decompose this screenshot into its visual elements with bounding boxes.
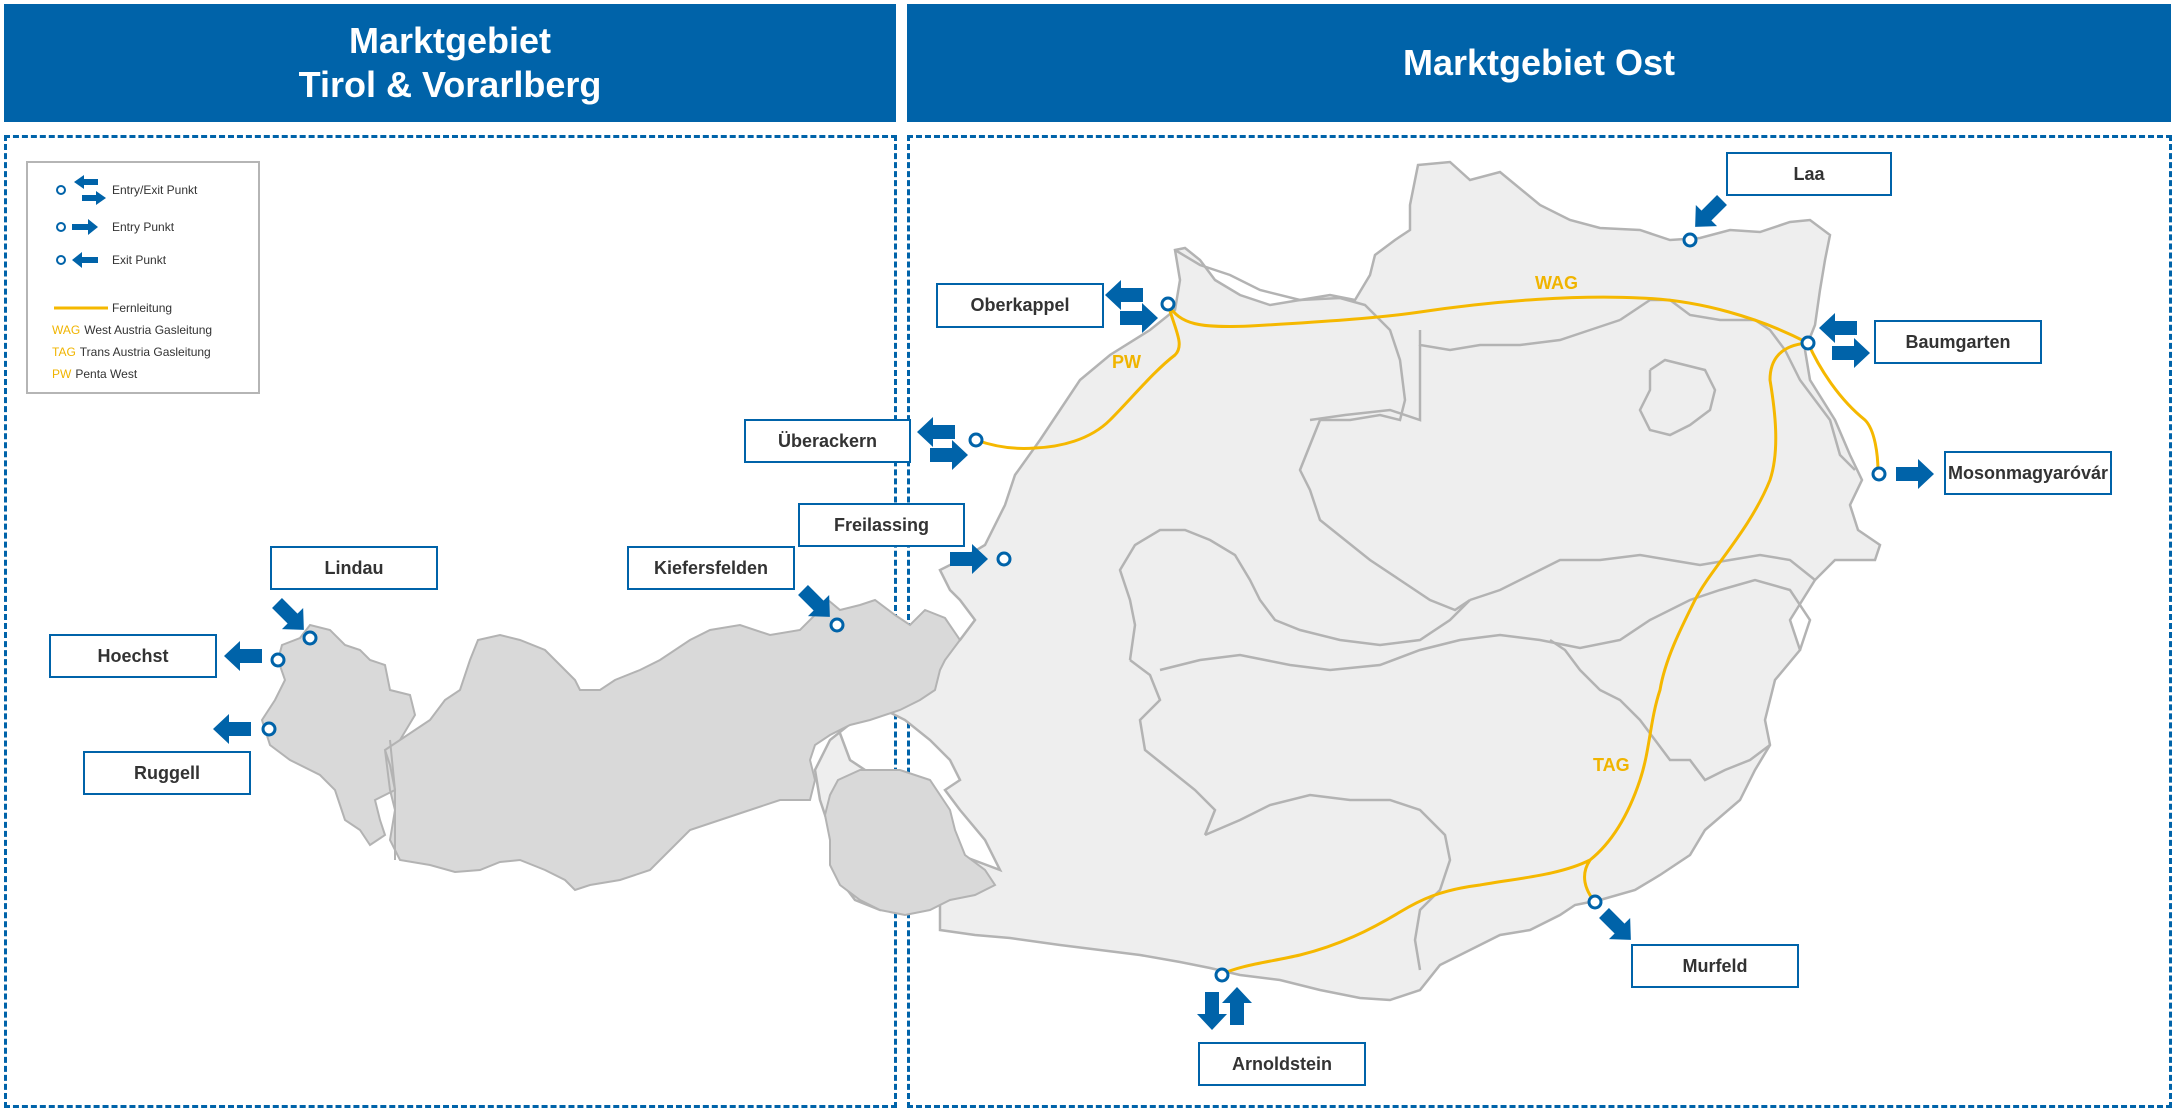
pipeline-label-pw: PW	[1112, 352, 1141, 372]
legend-pipeline: Fernleitung	[112, 301, 173, 315]
pipeline-wag	[1166, 295, 1809, 345]
legend-pw-name: Penta West	[75, 367, 138, 381]
market-area-east-frame	[907, 135, 2172, 1108]
arrow-ueberackern-out	[917, 417, 955, 447]
point-marker-kiefersfelden	[829, 617, 845, 633]
label-ueberackern: Überackern	[744, 419, 911, 463]
point-marker-oberkappel	[1160, 296, 1176, 312]
pipeline-label-wag: WAG	[1535, 273, 1578, 293]
label-laa: Laa	[1726, 152, 1892, 196]
point-marker-hoechst	[270, 652, 286, 668]
arrow-oberkappel-out	[1105, 280, 1143, 310]
legend-symbols	[54, 175, 108, 310]
pipeline-pw	[975, 303, 1181, 450]
arrow-arnoldstein-out	[1197, 992, 1227, 1030]
point-marker-mosonmagyarovar	[1871, 466, 1887, 482]
legend-entry: Entry Punkt	[112, 220, 175, 234]
legend-wag-row: WAG West Austria Gasleitung	[52, 323, 212, 337]
legend-pw-row: PW Penta West	[52, 367, 137, 381]
arrow-mosonmagyarovar-exit	[1896, 459, 1934, 489]
point-marker-ueberackern	[968, 432, 984, 448]
label-ruggell: Ruggell	[83, 751, 251, 795]
pipeline-label-tag: TAG	[1593, 755, 1630, 775]
point-marker-arnoldstein	[1214, 967, 1230, 983]
legend-tag-name: Trans Austria Gasleitung	[79, 345, 211, 359]
market-area-east-header: Marktgebiet Ost	[907, 4, 2171, 122]
point-marker-baumgarten	[1800, 335, 1816, 351]
state-borders	[1118, 248, 1856, 971]
legend-wag-name: West Austria Gasleitung	[84, 323, 213, 337]
map-legend: Entry/Exit Punkt Entry Punkt Exit Punkt …	[26, 161, 260, 394]
west-state-border	[389, 739, 396, 860]
label-kiefersfelden: Kiefersfelden	[627, 546, 795, 590]
pipelines	[975, 295, 1880, 977]
arrow-ueberackern-in	[930, 440, 968, 470]
network-points	[261, 232, 1887, 983]
arrow-baumgarten-out	[1819, 313, 1857, 343]
market-area-east-title: Marktgebiet Ost	[1402, 42, 1676, 83]
west-austria-shape	[260, 598, 997, 917]
legend-tag-row: TAG Trans Austria Gasleitung	[52, 345, 211, 359]
label-lindau: Lindau	[270, 546, 438, 590]
label-arnoldstein: Arnoldstein	[1198, 1042, 1366, 1086]
legend-pw-abbr: PW	[52, 367, 72, 381]
market-area-west-title-line1: Marktgebiet	[348, 20, 552, 61]
point-marker-murfeld	[1587, 894, 1603, 910]
point-marker-freilassing	[996, 551, 1012, 567]
label-mosonmagyarovar: Mosonmagyaróvár	[1944, 451, 2112, 495]
label-freilassing: Freilassing	[798, 503, 965, 547]
arrow-ruggell-exit	[213, 714, 251, 744]
label-murfeld: Murfeld	[1631, 944, 1799, 988]
arrow-hoechst-exit	[224, 641, 262, 671]
legend-wag-abbr: WAG	[52, 323, 81, 337]
label-hoechst: Hoechst	[49, 634, 217, 678]
arrow-arnoldstein-in	[1222, 987, 1252, 1025]
legend-entry-exit: Entry/Exit Punkt	[112, 183, 198, 197]
point-marker-laa	[1682, 232, 1698, 248]
label-baumgarten: Baumgarten	[1874, 320, 2042, 364]
arrow-baumgarten-in	[1832, 338, 1870, 368]
point-marker-ruggell	[261, 721, 277, 737]
label-oberkappel: Oberkappel	[936, 283, 1104, 328]
pipeline-tag	[1219, 341, 1809, 977]
pipeline-wag-moson	[1806, 342, 1880, 473]
market-area-west-title-line2: Tirol & Vorarlberg	[298, 64, 602, 105]
point-marker-lindau	[302, 630, 318, 646]
legend-exit: Exit Punkt	[112, 253, 167, 267]
market-area-west-header: Marktgebiet Tirol & Vorarlberg	[4, 4, 896, 122]
legend-tag-abbr: TAG	[52, 345, 76, 359]
